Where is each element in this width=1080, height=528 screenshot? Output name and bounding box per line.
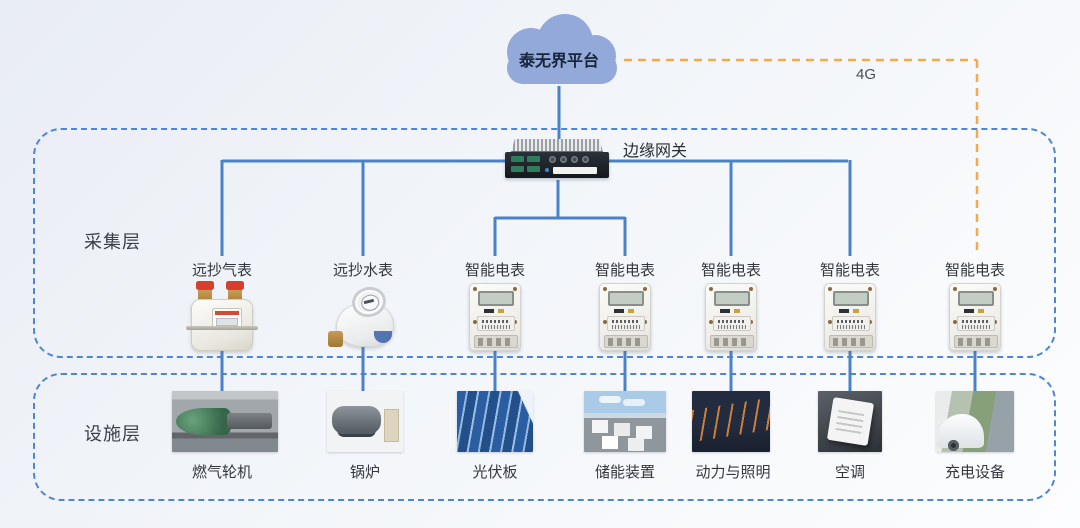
gas-meter-pipe-cap (226, 281, 244, 301)
gateway-connector (560, 156, 567, 163)
gateway-heatsink (511, 139, 603, 152)
smart-meter-terminals (474, 335, 518, 348)
collection-layer-box (33, 128, 1056, 358)
gateway-serial-port (511, 156, 524, 162)
smart-meter-terminals (604, 335, 648, 348)
photo-pv-panel (457, 391, 533, 452)
photo-energy-storage (584, 391, 666, 452)
meter-label-gas: 远抄气表 (191, 262, 252, 279)
smart-meter-lcd (958, 291, 994, 306)
edge-gateway-label: 边缘网关 (623, 143, 688, 160)
facility-label-pv-panel: 光伏板 (472, 464, 518, 481)
gateway-connector (582, 156, 589, 163)
photo-air-conditioner (818, 391, 882, 452)
smart-meter-terminals (829, 335, 873, 348)
facility-layer-label: 设施层 (84, 424, 141, 444)
smart-meter-barcode (832, 316, 870, 331)
meter-label-water: 远抄水表 (332, 262, 393, 279)
smart-meter-image-4 (824, 283, 876, 351)
smart-meter-lcd (833, 291, 869, 306)
smart-meter-barcode (957, 316, 995, 331)
smart-meter-image-2 (599, 283, 651, 351)
gas-meter-pipe-cap (196, 281, 214, 301)
cloud-icon (507, 14, 617, 84)
edge-gateway-image (505, 139, 609, 182)
meter-label-smart-1: 智能电表 (464, 262, 525, 279)
cloud-platform-label: 泰无界平台 (518, 53, 599, 70)
gateway-connector (571, 156, 578, 163)
gas-meter-display (212, 308, 242, 328)
photo-boiler (327, 391, 403, 452)
smart-meter-lcd (608, 291, 644, 306)
smart-meter-terminals (710, 335, 754, 348)
facility-label-power-lighting: 动力与照明 (695, 464, 771, 481)
meter-label-smart-4: 智能电表 (819, 262, 880, 279)
gateway-serial-port (511, 166, 524, 172)
smart-meter-lcd (478, 291, 514, 306)
smart-meter-image-3 (705, 283, 757, 351)
gateway-serial-port (527, 166, 540, 172)
gateway-led (545, 168, 549, 172)
smart-meter-barcode (477, 316, 515, 331)
collection-layer-label: 采集层 (84, 232, 141, 252)
water-meter-fitting (328, 331, 343, 347)
smart-meter-image-5 (949, 283, 1001, 351)
smart-meter-barcode (607, 316, 645, 331)
facility-label-charging-equipment: 充电设备 (944, 464, 1005, 481)
smart-meter-image-1 (469, 283, 521, 351)
gas-meter-image (186, 281, 258, 352)
facility-label-energy-storage: 储能装置 (594, 464, 655, 481)
water-meter-image (322, 283, 404, 353)
smart-meter-terminals (954, 335, 998, 348)
photo-power-lighting (692, 391, 770, 452)
facility-label-gas-turbine: 燃气轮机 (191, 464, 252, 481)
photo-gas-turbine (172, 391, 278, 452)
link-4g-label: 4G (855, 66, 876, 83)
gateway-serial-port (527, 156, 540, 162)
facility-layer-box (33, 373, 1056, 501)
facility-label-boiler: 锅炉 (349, 464, 380, 481)
gateway-slot (553, 167, 597, 174)
smart-meter-lcd (714, 291, 750, 306)
gateway-connector (549, 156, 556, 163)
facility-label-air-conditioner: 空调 (834, 464, 865, 481)
gas-meter-strap (186, 326, 258, 330)
meter-label-smart-3: 智能电表 (700, 262, 761, 279)
meter-label-smart-2: 智能电表 (594, 262, 655, 279)
wireless-4g-link (624, 58, 979, 254)
meter-label-smart-5: 智能电表 (944, 262, 1005, 279)
photo-charging-equipment (936, 391, 1014, 452)
smart-meter-barcode (713, 316, 751, 331)
water-meter-accent (374, 331, 392, 343)
